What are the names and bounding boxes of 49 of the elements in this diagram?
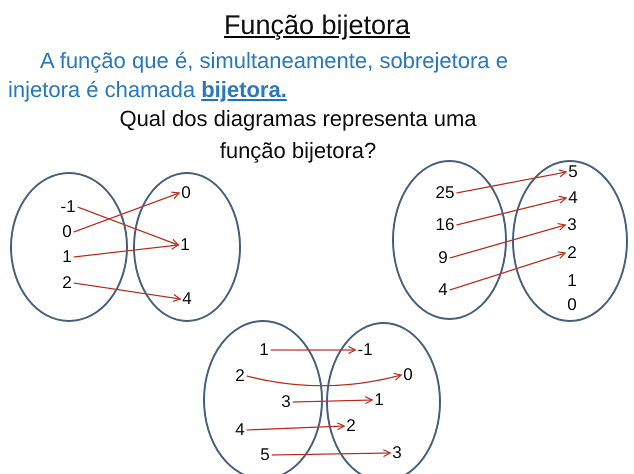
- question-text: Qual dos diagramas representa uma função bijetora?: [118, 105, 478, 165]
- arrow: [272, 449, 391, 458]
- set-element: 5: [568, 163, 578, 181]
- set-ellipse: [512, 160, 628, 322]
- set-element: 4: [235, 421, 245, 439]
- set-element: -1: [60, 198, 76, 216]
- set-ellipse: [203, 320, 323, 474]
- set-element: 3: [281, 393, 291, 411]
- arrow: [456, 196, 567, 226]
- set-element: 1: [259, 341, 269, 359]
- arrow: [246, 372, 402, 386]
- set-element: 2: [346, 417, 356, 435]
- set-element: 4: [438, 281, 448, 299]
- set-element: 1: [374, 391, 384, 409]
- arrow: [77, 206, 179, 246]
- set-element: 0: [567, 296, 577, 314]
- arrow: [450, 251, 566, 291]
- arrow: [292, 396, 373, 404]
- set-element: 2: [567, 244, 577, 262]
- arrow: [74, 192, 180, 233]
- set-element: 3: [567, 216, 577, 234]
- set-element: 5: [260, 446, 270, 464]
- set-element: 1: [567, 272, 577, 290]
- set-element: 9: [438, 249, 448, 267]
- arrow: [270, 346, 356, 354]
- set-element: 0: [181, 184, 191, 202]
- set-element: 4: [568, 189, 578, 207]
- set-element: 25: [436, 184, 454, 202]
- set-ellipse: [326, 322, 441, 474]
- definition-text: A função que é, simultaneamente, sobrejetora e injetora é chamada bijetora.: [8, 47, 508, 104]
- slide-title: Função bijetora: [222, 10, 412, 41]
- set-element: -1: [357, 341, 373, 359]
- set-element: 1: [62, 248, 72, 266]
- set-element: 0: [403, 366, 413, 384]
- set-element: 0: [62, 223, 72, 241]
- set-ellipse: [10, 172, 128, 322]
- arrow: [74, 242, 179, 258]
- arrow: [450, 222, 566, 259]
- arrow: [456, 169, 567, 194]
- arrow: [74, 282, 181, 302]
- set-element: 2: [62, 274, 72, 292]
- set-element: 16: [436, 216, 454, 234]
- arrow: [246, 422, 345, 431]
- set-ellipse: [133, 172, 241, 322]
- set-element: 1: [180, 236, 190, 254]
- set-element: 3: [392, 444, 402, 462]
- set-ellipse: [392, 160, 507, 320]
- set-element: 2: [235, 367, 245, 385]
- set-element: 4: [182, 290, 192, 308]
